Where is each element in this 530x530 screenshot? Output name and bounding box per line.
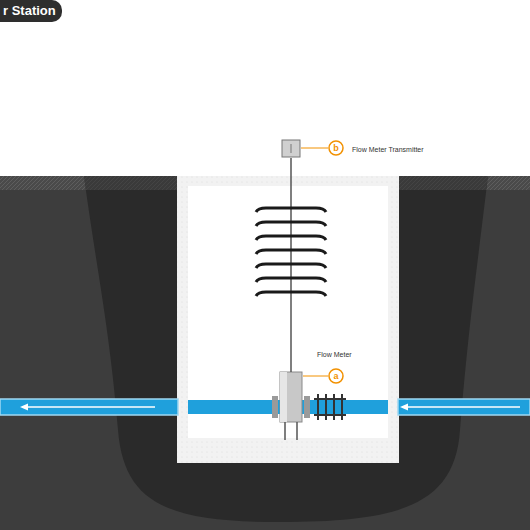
title-badge bbox=[0, 0, 62, 22]
part-label: Flow Meter Transmitter bbox=[352, 146, 424, 153]
ladder-rung bbox=[256, 278, 326, 282]
leader-line bbox=[301, 148, 328, 149]
transmitter-detail bbox=[291, 144, 292, 153]
strainer bbox=[314, 394, 346, 420]
ladder-rung bbox=[256, 250, 326, 254]
pipe bbox=[398, 399, 530, 415]
flange bbox=[304, 396, 310, 418]
chamber-wall bbox=[177, 176, 399, 463]
flow-meter bbox=[280, 372, 302, 422]
callout-letter: a bbox=[329, 372, 343, 381]
ladder-rung bbox=[256, 208, 326, 212]
callout-circle bbox=[329, 141, 343, 155]
callout-circle bbox=[329, 369, 343, 383]
flange bbox=[272, 396, 278, 418]
pipe bbox=[0, 399, 178, 415]
flow-meter-transmitter bbox=[282, 140, 300, 157]
leader-line bbox=[303, 376, 328, 377]
excavation bbox=[84, 176, 488, 522]
ladder-rung bbox=[256, 292, 326, 296]
ladder-rung bbox=[256, 236, 326, 240]
ladder-rung bbox=[256, 264, 326, 268]
title: r Station bbox=[3, 4, 56, 17]
callout-letter: b bbox=[329, 144, 343, 153]
ladder bbox=[256, 208, 326, 296]
meter-stand bbox=[285, 422, 297, 440]
ground bbox=[0, 176, 530, 530]
chamber-interior bbox=[188, 186, 388, 438]
part-label: Flow Meter bbox=[317, 351, 352, 358]
flow-arrow bbox=[20, 404, 520, 411]
ladder-rung bbox=[256, 222, 326, 226]
flow-meter-highlight bbox=[280, 372, 287, 422]
